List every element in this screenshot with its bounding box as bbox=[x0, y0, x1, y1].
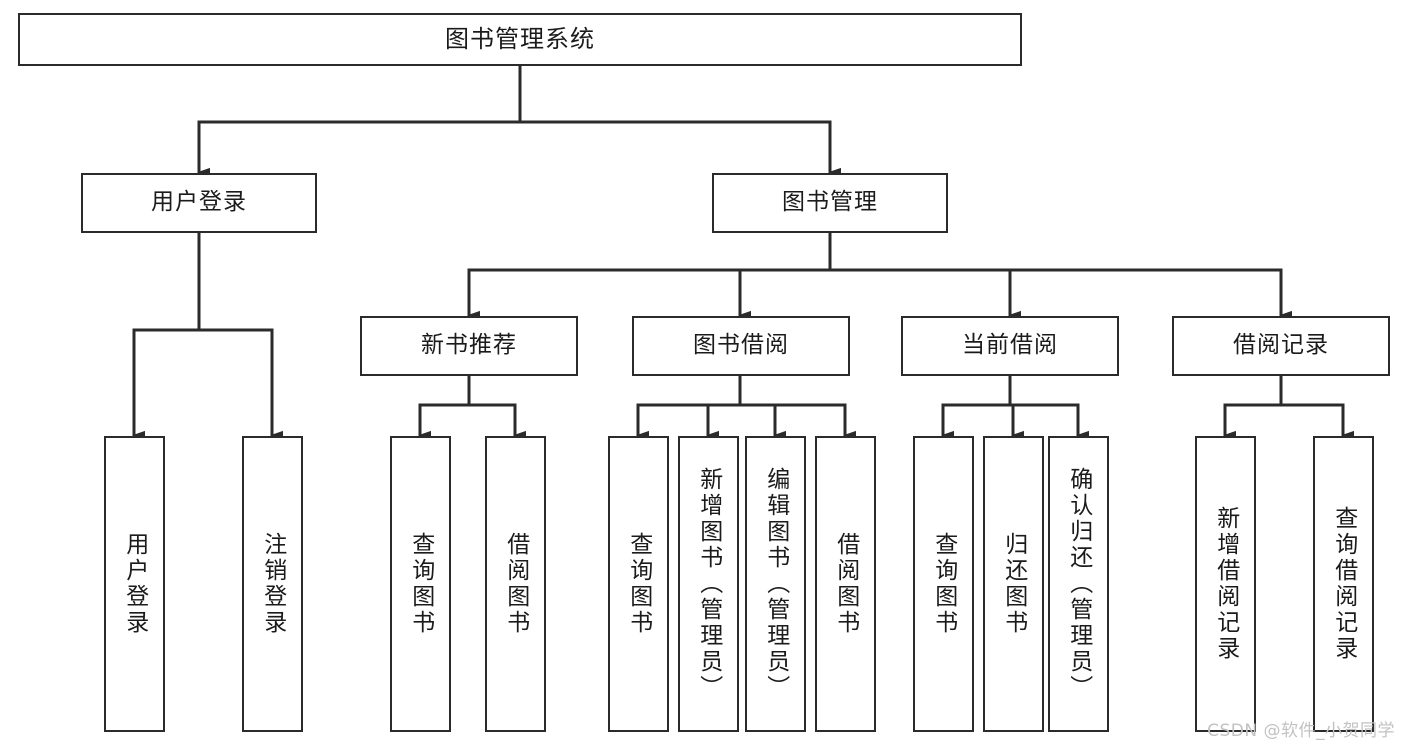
leaf-label: 编辑图书（管理员） bbox=[762, 467, 789, 701]
leaf-add-book-admin[interactable]: 新增图书（管理员） bbox=[678, 436, 739, 732]
leaf-query-books-borrow[interactable]: 查询图书 bbox=[608, 436, 669, 732]
leaf-label: 借阅图书 bbox=[502, 532, 529, 636]
leaf-add-borrow-record[interactable]: 新增借阅记录 bbox=[1195, 436, 1256, 732]
node-root-library-system[interactable]: 图书管理系统 bbox=[18, 13, 1022, 66]
leaf-borrow-books-recommend[interactable]: 借阅图书 bbox=[485, 436, 546, 732]
leaf-return-books[interactable]: 归还图书 bbox=[983, 436, 1044, 732]
leaf-label: 查询借阅记录 bbox=[1330, 506, 1357, 662]
leaf-query-borrow-record[interactable]: 查询借阅记录 bbox=[1313, 436, 1374, 732]
node-book-management[interactable]: 图书管理 bbox=[712, 173, 948, 233]
node-borrow-record[interactable]: 借阅记录 bbox=[1172, 316, 1390, 376]
leaf-label: 借阅图书 bbox=[832, 532, 859, 636]
leaf-label: 查询图书 bbox=[625, 532, 652, 636]
leaf-label: 查询图书 bbox=[930, 532, 957, 636]
leaf-query-books-current[interactable]: 查询图书 bbox=[913, 436, 974, 732]
node-user-login[interactable]: 用户登录 bbox=[81, 173, 317, 233]
csdn-watermark: CSDN @软件_小贺同学 bbox=[1207, 721, 1395, 741]
leaf-label: 确认归还（管理员） bbox=[1065, 467, 1092, 701]
node-current-borrow[interactable]: 当前借阅 bbox=[901, 316, 1119, 376]
leaf-borrow-books[interactable]: 借阅图书 bbox=[815, 436, 876, 732]
leaf-label: 新增图书（管理员） bbox=[695, 467, 722, 701]
leaf-label: 用户登录 bbox=[121, 532, 148, 636]
leaf-edit-book-admin[interactable]: 编辑图书（管理员） bbox=[745, 436, 806, 732]
leaf-label: 新增借阅记录 bbox=[1212, 506, 1239, 662]
leaf-label: 查询图书 bbox=[407, 532, 434, 636]
node-new-book-recommend[interactable]: 新书推荐 bbox=[360, 316, 578, 376]
leaf-confirm-return-admin[interactable]: 确认归还（管理员） bbox=[1048, 436, 1109, 732]
node-book-borrow[interactable]: 图书借阅 bbox=[632, 316, 850, 376]
leaf-label: 注销登录 bbox=[259, 532, 286, 636]
leaf-user-login[interactable]: 用户登录 bbox=[104, 436, 165, 732]
leaf-logout[interactable]: 注销登录 bbox=[242, 436, 303, 732]
leaf-label: 归还图书 bbox=[1000, 532, 1027, 636]
leaf-query-books-recommend[interactable]: 查询图书 bbox=[390, 436, 451, 732]
